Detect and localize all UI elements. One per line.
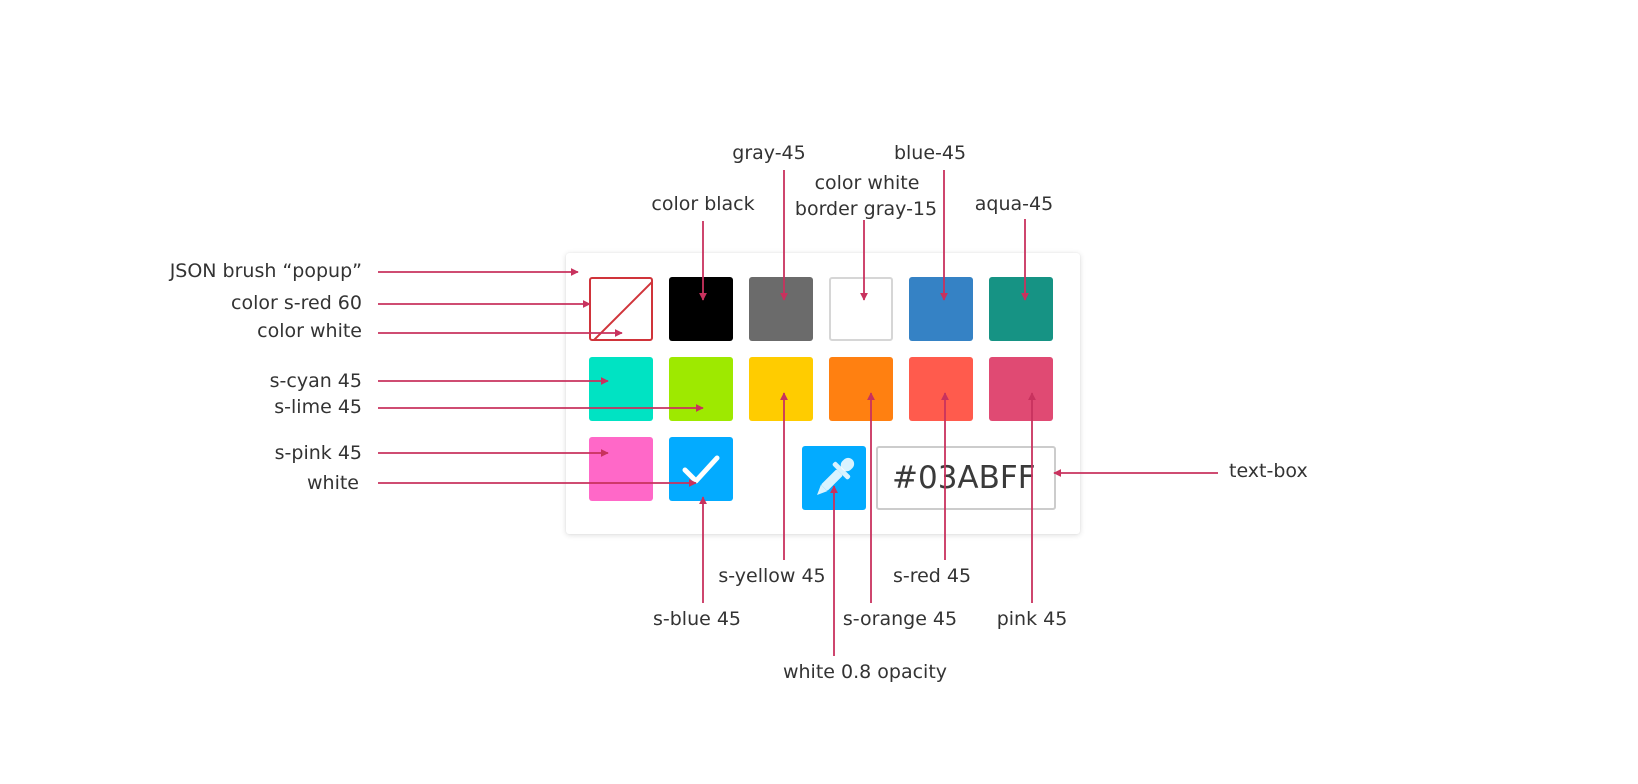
label-s-blue-45: s-blue 45 [652, 608, 742, 630]
label-s-cyan-45: s-cyan 45 [269, 370, 362, 392]
label-aqua-45: aqua-45 [974, 193, 1054, 215]
swatch-aqua-45[interactable] [989, 277, 1053, 341]
label-border-gray-15: border gray-15 [794, 198, 938, 220]
check-icon [682, 455, 720, 484]
label-gray-45: gray-45 [732, 142, 806, 164]
label-color-white-left: color white [257, 320, 362, 342]
swatch-s-lime-45[interactable] [669, 357, 733, 421]
label-json-brush-popup: JSON brush “popup” [169, 260, 362, 282]
label-color-s-red-60: color s-red 60 [231, 292, 362, 314]
swatch-pink-45[interactable] [989, 357, 1053, 421]
swatch-s-blue-45-selected[interactable] [669, 437, 733, 501]
label-blue-45: blue-45 [893, 142, 967, 164]
swatch-black[interactable] [669, 277, 733, 341]
label-white: white [307, 472, 359, 494]
label-pink-45: pink 45 [996, 608, 1068, 630]
eyedropper-icon [817, 457, 855, 495]
swatch-s-pink-45[interactable] [589, 437, 653, 501]
label-color-black: color black [651, 193, 755, 215]
swatch-no-color[interactable] [589, 277, 653, 341]
swatch-s-red-45[interactable] [909, 357, 973, 421]
swatch-s-yellow-45[interactable] [749, 357, 813, 421]
label-color-white-top: color white [814, 172, 920, 194]
label-white-08-opacity: white 0.8 opacity [782, 661, 948, 683]
hex-color-text-box[interactable]: #03ABFF [876, 446, 1056, 510]
swatch-blue-45[interactable] [909, 277, 973, 341]
label-s-orange-45: s-orange 45 [842, 608, 958, 630]
label-text-box: text-box [1229, 460, 1308, 482]
swatch-gray-45[interactable] [749, 277, 813, 341]
label-s-red-45: s-red 45 [892, 565, 972, 587]
diagonal-slash-icon [593, 281, 651, 339]
swatch-white[interactable] [829, 277, 893, 341]
swatch-s-orange-45[interactable] [829, 357, 893, 421]
label-s-yellow-45: s-yellow 45 [718, 565, 826, 587]
label-s-pink-45: s-pink 45 [274, 442, 362, 464]
swatch-s-cyan-45[interactable] [589, 357, 653, 421]
eyedropper-button[interactable] [802, 446, 866, 510]
label-s-lime-45: s-lime 45 [274, 396, 362, 418]
